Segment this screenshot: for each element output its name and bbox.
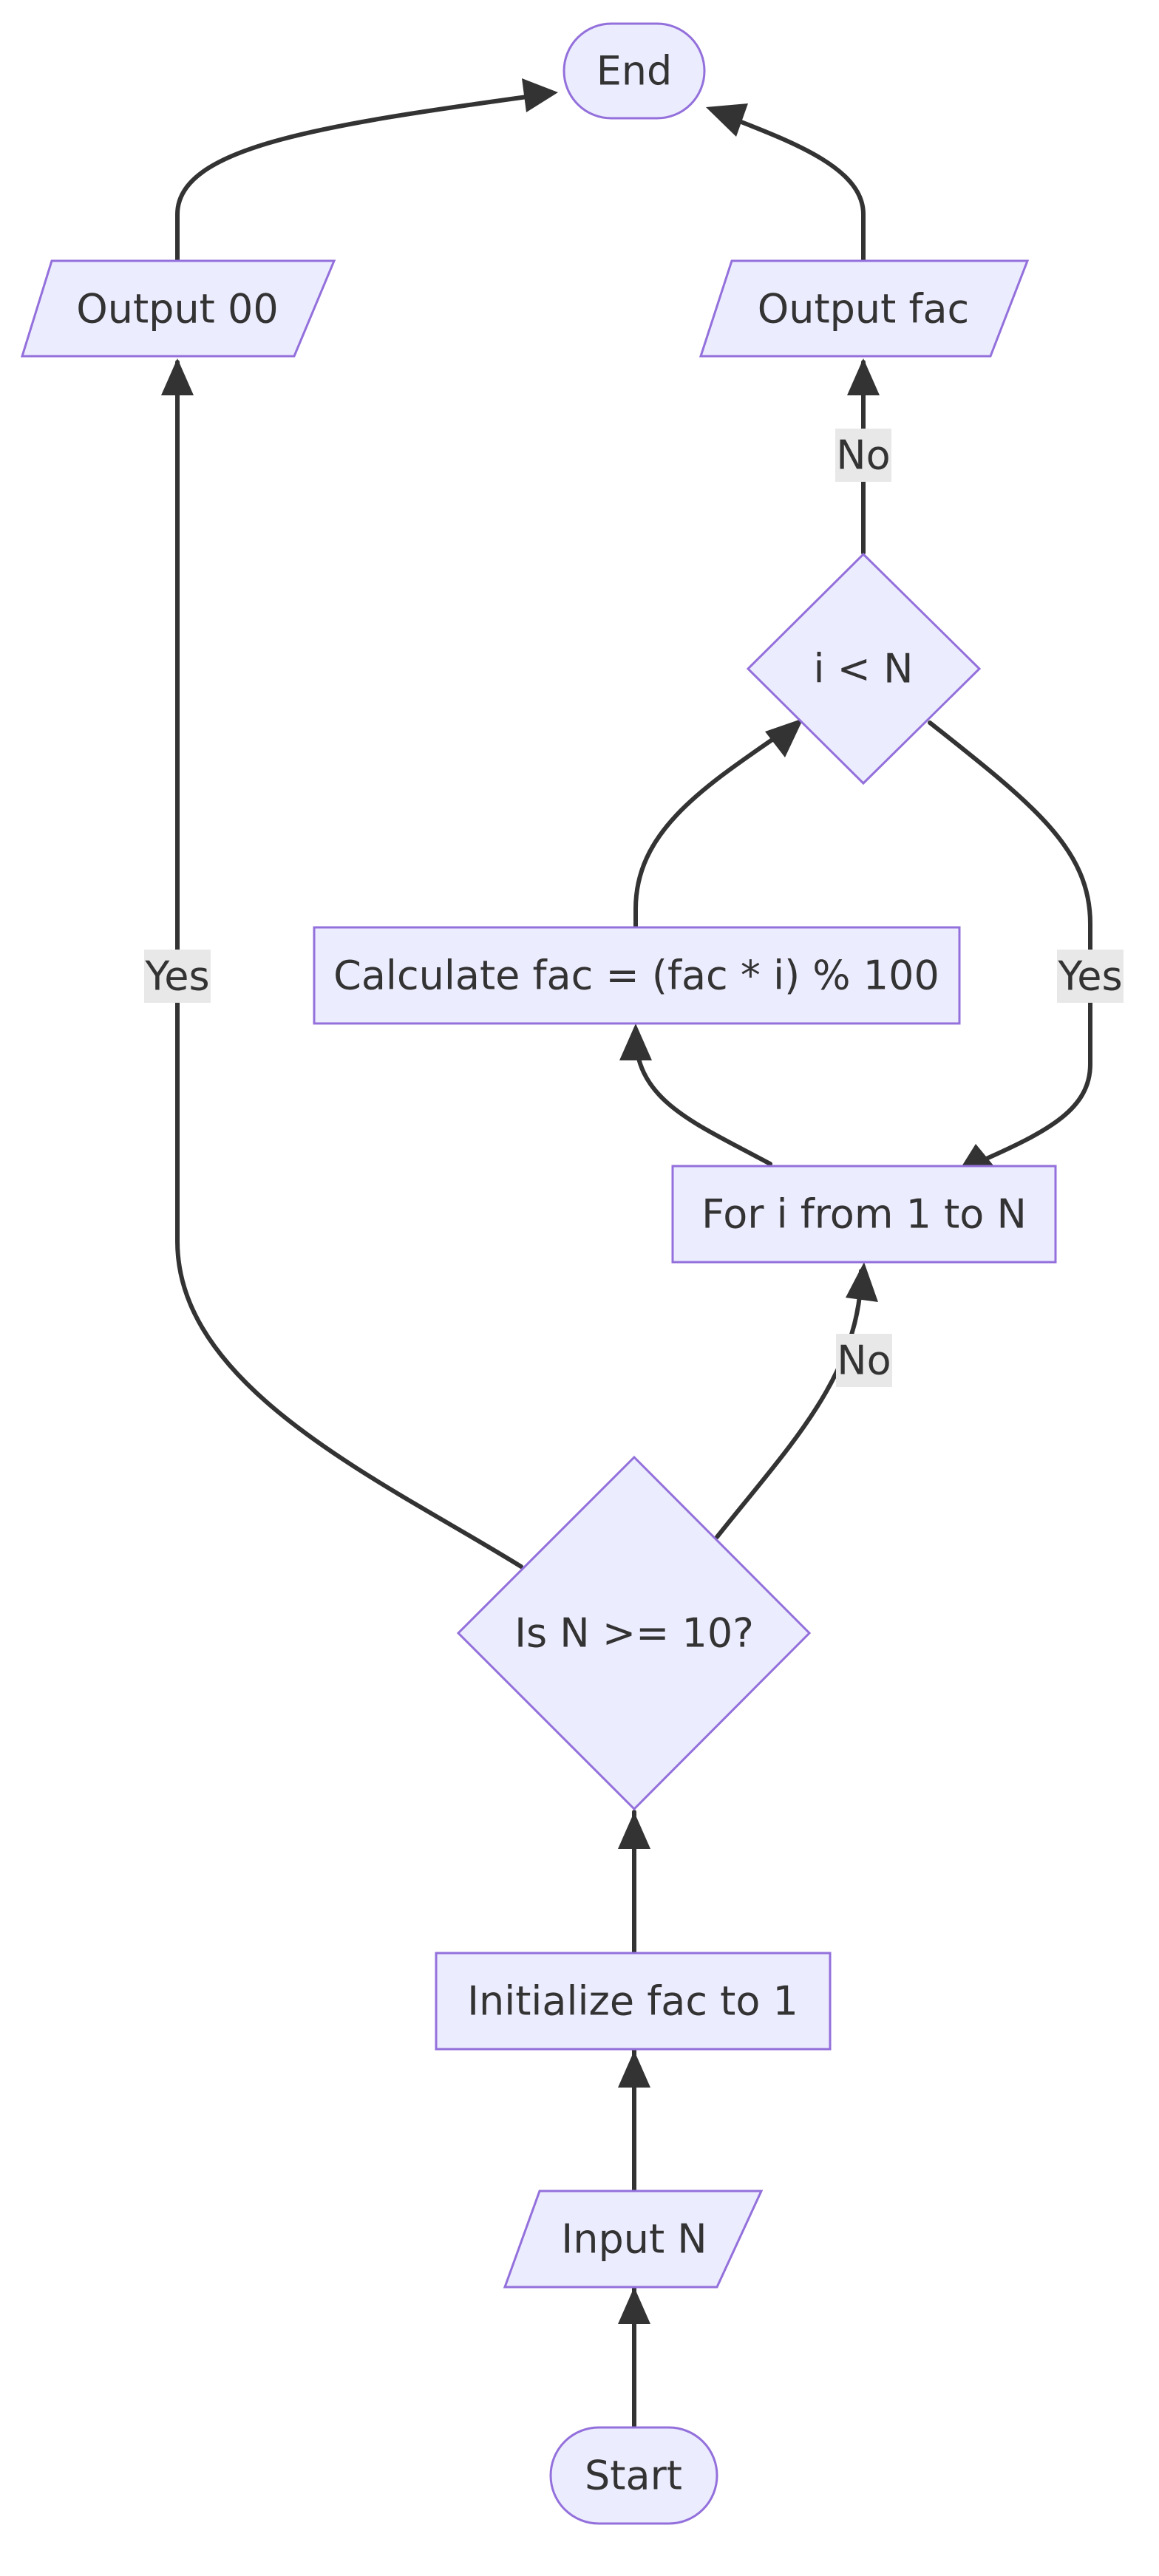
io-shape bbox=[20, 259, 336, 358]
arrowhead-icon bbox=[618, 2051, 650, 2088]
edge-i-lt-n-to-for-loop bbox=[928, 720, 1092, 1162]
node-output-00[interactable]: Output 00 bbox=[20, 259, 336, 358]
node-start[interactable]: Start bbox=[549, 2426, 718, 2525]
arrowhead-icon bbox=[706, 103, 748, 137]
node-label: Start bbox=[585, 2453, 682, 2499]
node-i-lt-n[interactable]: i < N bbox=[746, 552, 982, 786]
arrowhead-icon bbox=[846, 1262, 878, 1302]
node-output-fac[interactable]: Output fac bbox=[699, 259, 1030, 358]
edge-label-no-for-loop: No bbox=[837, 1338, 891, 1384]
node-calculate[interactable]: Calculate fac = (fac * i) % 100 bbox=[313, 926, 961, 1025]
node-label: End bbox=[597, 48, 673, 95]
decision-shape bbox=[456, 1455, 812, 1811]
arrowhead-icon bbox=[961, 1144, 996, 1169]
arrowhead-icon bbox=[619, 1023, 652, 1060]
node-label: Output 00 bbox=[76, 286, 278, 333]
edge-label-yes-for-loop: Yes bbox=[1057, 953, 1122, 1000]
edge-label-no-output-fac: No bbox=[836, 432, 890, 479]
process-shape bbox=[313, 926, 961, 1025]
node-label: i < N bbox=[814, 646, 914, 692]
edge-labels: Yes No Yes No bbox=[144, 429, 1124, 1387]
node-for-loop[interactable]: For i from 1 to N bbox=[671, 1165, 1057, 1264]
node-label: Input N bbox=[561, 2216, 707, 2263]
edge-decision-to-for-loop bbox=[715, 1269, 863, 1539]
process-shape bbox=[435, 1952, 832, 2051]
edge-decision-to-output-00 bbox=[175, 360, 523, 1569]
edge-label-bg bbox=[835, 429, 891, 482]
edge-output-fac-to-end bbox=[730, 116, 866, 262]
terminal-shape bbox=[549, 2426, 718, 2525]
edge-label-bg bbox=[1057, 950, 1124, 1003]
io-shape bbox=[699, 259, 1030, 358]
edge-output-00-to-end bbox=[175, 94, 534, 262]
decision-shape bbox=[746, 552, 982, 786]
edge-for-loop-to-calculate bbox=[633, 1032, 772, 1166]
edge-label-bg bbox=[144, 950, 211, 1003]
edge-label-yes-output-00: Yes bbox=[144, 953, 209, 1000]
node-label: Output fac bbox=[758, 286, 970, 333]
node-is-n-ge-10[interactable]: Is N >= 10? bbox=[456, 1455, 812, 1811]
node-label: Is N >= 10? bbox=[514, 1610, 754, 1657]
arrowhead-icon bbox=[765, 718, 803, 757]
arrowhead-icon bbox=[161, 358, 194, 395]
edge-label-bg bbox=[836, 1334, 892, 1387]
node-label: For i from 1 to N bbox=[701, 1191, 1027, 1238]
node-end[interactable]: End bbox=[562, 22, 706, 120]
io-shape bbox=[503, 2190, 764, 2289]
nodes: End Output 00 Output fac i < N Calculate… bbox=[20, 22, 1057, 2525]
edges bbox=[161, 78, 1092, 2428]
node-label: Calculate fac = (fac * i) % 100 bbox=[333, 953, 939, 999]
edge-calculate-to-i-lt-n bbox=[633, 722, 797, 928]
node-label: Initialize fac to 1 bbox=[467, 1978, 798, 2025]
arrowhead-icon bbox=[618, 2287, 650, 2324]
node-input-n[interactable]: Input N bbox=[503, 2190, 764, 2289]
arrowhead-icon bbox=[618, 1812, 650, 1849]
terminal-shape bbox=[562, 22, 706, 120]
arrowhead-icon bbox=[522, 78, 558, 112]
process-shape bbox=[671, 1165, 1057, 1264]
node-initialize[interactable]: Initialize fac to 1 bbox=[435, 1952, 832, 2051]
arrowhead-icon bbox=[847, 358, 880, 395]
